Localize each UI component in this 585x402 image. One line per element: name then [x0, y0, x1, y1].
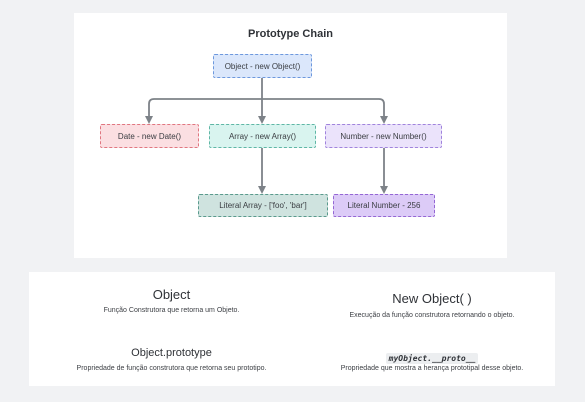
- connector-arrows: [145, 78, 388, 194]
- legend-card: Object Função Construtora que retorna um…: [29, 272, 555, 386]
- node-literal-array: Literal Array - ['foo', 'bar']: [198, 194, 328, 217]
- legend-object-heading: Object: [152, 287, 191, 302]
- arrow-object-to-number: [262, 98, 388, 124]
- legend-proto-description: Propriedade que mostra a herança prototi…: [340, 365, 524, 372]
- diagram-card: Prototype Chain Object - new Object() Da…: [74, 13, 507, 258]
- node-literal-number: Literal Number - 256: [333, 194, 435, 217]
- node-date: Date - new Date(): [100, 124, 199, 148]
- arrow-object-to-date: [145, 98, 262, 124]
- legend-object-description: Função Construtora que retorna um Objeto…: [103, 307, 240, 314]
- node-number: Number - new Number(): [325, 124, 442, 148]
- diagram-title: Prototype Chain: [248, 28, 333, 40]
- legend-proto-code: myObject.__proto__: [385, 353, 479, 364]
- node-object: Object - new Object(): [213, 54, 312, 78]
- legend-new-object-heading: New Object( ): [392, 291, 472, 306]
- legend-object-prototype-description: Propriedade de função construtora que re…: [76, 365, 267, 372]
- node-array: Array - new Array(): [209, 124, 316, 148]
- legend-object-prototype-heading: Object.prototype: [131, 347, 212, 359]
- legend-proto-code-wrap: myObject.__proto__: [309, 348, 555, 366]
- legend-new-object-description: Execução da função construtora retornand…: [349, 312, 515, 319]
